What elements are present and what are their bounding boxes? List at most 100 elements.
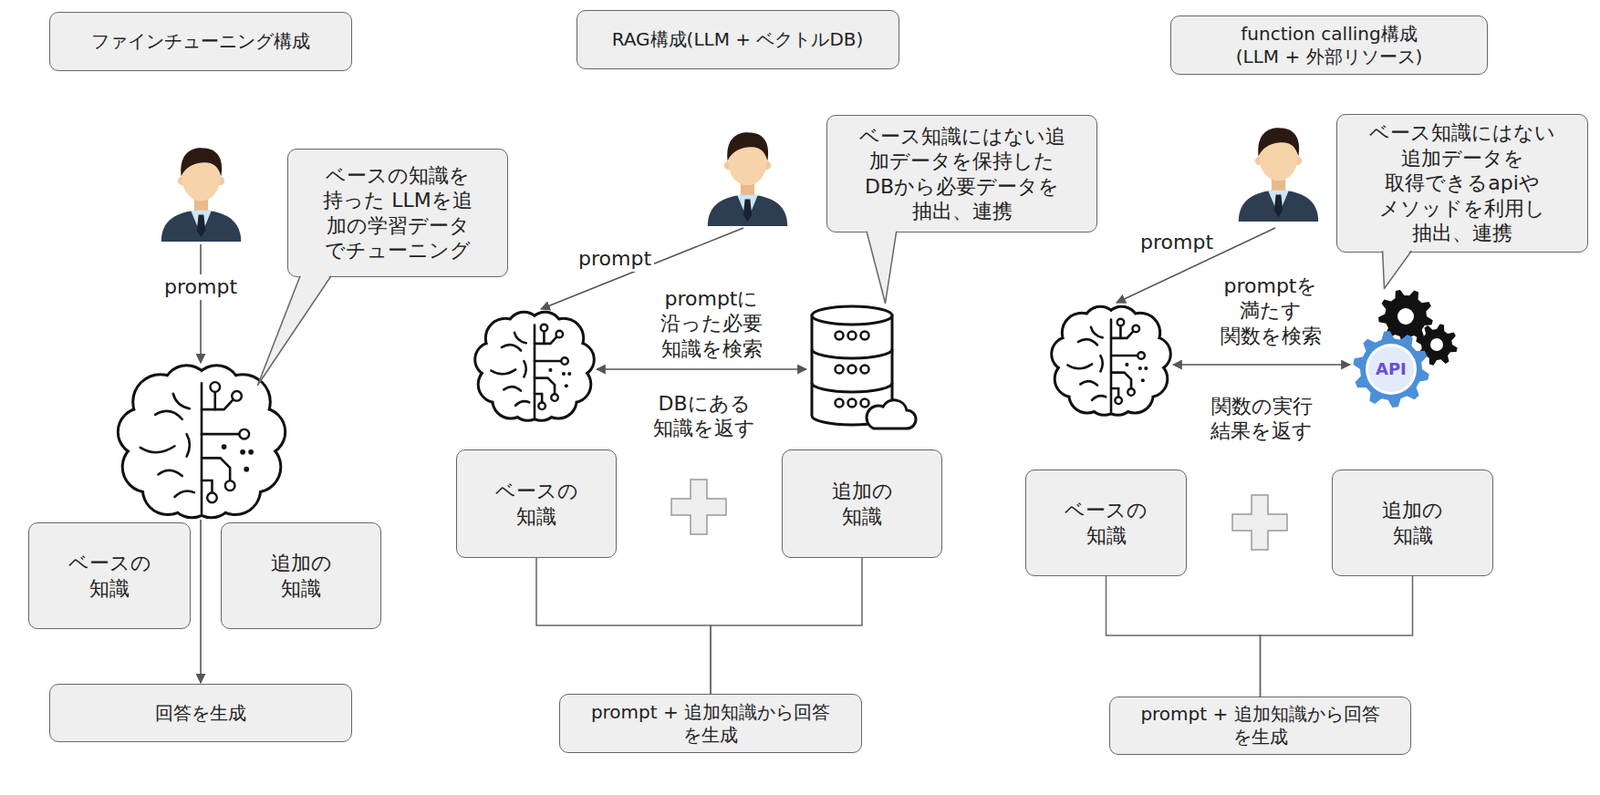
- circuit-dot: [248, 449, 254, 456]
- bracket-connector: [710, 558, 863, 695]
- person-icon: [161, 147, 241, 242]
- brain-line: [140, 446, 176, 453]
- brain-line: [1111, 331, 1133, 339]
- person-tie: [197, 215, 207, 239]
- prompt-arrow: [199, 244, 202, 364]
- circuit-dot: [239, 449, 246, 456]
- node-text: ベースの 知識: [486, 478, 587, 530]
- person-tie: [743, 199, 753, 223]
- answer-box: prompt + 追加知識から回答 を生成: [1109, 696, 1412, 756]
- brain-line: [157, 470, 182, 477]
- brain-icon: [1052, 308, 1170, 415]
- node-text: RAG構成(LLM + ベクトルDB): [587, 28, 889, 52]
- knowledge-box: 追加の 知識: [1331, 469, 1494, 577]
- brain-line: [1080, 381, 1098, 385]
- edge-label: DBにある 知識を返す: [642, 391, 767, 442]
- retrieval-arrow: [596, 368, 807, 371]
- brain-line: [155, 411, 183, 420]
- edge-label: prompt: [161, 274, 240, 301]
- brain-line: [187, 434, 190, 458]
- person-hair: [180, 147, 222, 177]
- icon-text: API: [1372, 359, 1410, 381]
- callout-tail-fill: [866, 228, 897, 304]
- database-dot: [835, 399, 844, 408]
- person-body: [1238, 189, 1319, 222]
- person-tie: [1274, 195, 1284, 219]
- brain-line: [200, 383, 204, 514]
- brain-icon: [476, 313, 593, 420]
- brain-line: [501, 344, 521, 351]
- node-text: ファインチューニング構成: [63, 30, 338, 53]
- brain-line: [1100, 355, 1102, 372]
- brain-line: [201, 399, 233, 410]
- circuit-dot: [1141, 378, 1145, 383]
- brain-line: [542, 332, 546, 344]
- circuit-node: [555, 331, 563, 339]
- edge-label: promptを 満たす 関数を検索: [1204, 273, 1338, 350]
- title-box: function calling構成 (LLM + 外部リソース): [1170, 15, 1488, 75]
- database-dot: [848, 399, 857, 408]
- circuit-node: [1127, 388, 1135, 396]
- brain-line: [1110, 320, 1113, 413]
- brain-line: [201, 457, 230, 481]
- circuit-dot: [221, 444, 228, 450]
- circuit-dot: [243, 467, 250, 473]
- callout-bubble: ベースの知識を 持った LLMを追 加の学習データ でチューニング: [287, 148, 509, 278]
- brain-line: [1111, 373, 1132, 389]
- circuit-dot: [564, 384, 569, 388]
- callout-tail: [1337, 114, 1339, 116]
- edge-label: promptに 沿った必要 知識を検索: [649, 286, 774, 363]
- database-dot: [861, 399, 870, 408]
- circuit-dot: [567, 372, 572, 376]
- plus-sign: [671, 479, 727, 535]
- brain-line: [213, 392, 217, 410]
- brain-line: [514, 332, 527, 344]
- cloud-icon: [866, 400, 916, 429]
- brain-line: [1111, 354, 1138, 358]
- brain-line: [201, 433, 239, 437]
- node-text: ベース知識にはない 追加データを 取得できるapiや メソッドを利用し 抽出、連…: [1361, 120, 1563, 247]
- circuit-dot: [548, 368, 552, 373]
- knowledge-box: 追加の 知識: [781, 449, 943, 559]
- circuit-node: [209, 382, 220, 393]
- callout-bubble: ベース知識にはない 追加データを 取得できるapiや メソッドを利用し 抽出、連…: [1336, 114, 1589, 253]
- person-body: [707, 194, 788, 227]
- circuit-dot: [1138, 366, 1143, 371]
- edge-label: prompt: [1137, 229, 1216, 256]
- brain-line: [503, 386, 521, 391]
- brain-line: [1078, 339, 1098, 345]
- node-text: function calling構成 (LLM + 外部リソース): [1228, 22, 1430, 69]
- answer-arrow: [199, 519, 202, 684]
- callout-tail-line: [866, 231, 897, 304]
- gear-hole: [1430, 338, 1444, 352]
- circuit-dot: [1124, 363, 1129, 367]
- brain-line: [490, 369, 516, 375]
- node-text: ベースの 知識: [59, 550, 160, 602]
- edge-label: 関数の実行 結果を返す: [1199, 394, 1324, 445]
- callout-tail-line: [258, 276, 332, 386]
- edge-label: prompt: [575, 246, 655, 272]
- database-dot: [848, 365, 857, 375]
- knowledge-box: ベースの 知識: [28, 522, 191, 630]
- callout-bubble: ベース知識にはない追 加データを保持した DBから必要データを 抽出、連携: [826, 114, 1098, 233]
- gear-hole: [1397, 308, 1414, 325]
- database-dot: [835, 332, 844, 341]
- brain-line: [533, 325, 537, 418]
- circuit-node: [1117, 319, 1125, 327]
- title-box: ファインチューニング構成: [49, 11, 353, 72]
- brain-line: [523, 361, 526, 377]
- bracket-connector: [1106, 576, 1261, 697]
- circuit-node: [1114, 397, 1123, 406]
- node-text: 追加の 知識: [250, 550, 352, 602]
- node-text: 回答を生成: [63, 702, 338, 726]
- callout-tail-fill: [1382, 249, 1413, 290]
- circuit-dot: [561, 372, 566, 376]
- answer-box: prompt + 追加知識から回答 を生成: [559, 694, 863, 754]
- node-text: ベースの 知識: [1056, 498, 1157, 549]
- brain-icon: [119, 366, 284, 517]
- bracket-connector: [536, 558, 711, 695]
- person-hair: [727, 132, 769, 161]
- brain-line: [515, 401, 530, 406]
- plus-sign: [1232, 495, 1288, 551]
- brain-line: [1111, 388, 1119, 397]
